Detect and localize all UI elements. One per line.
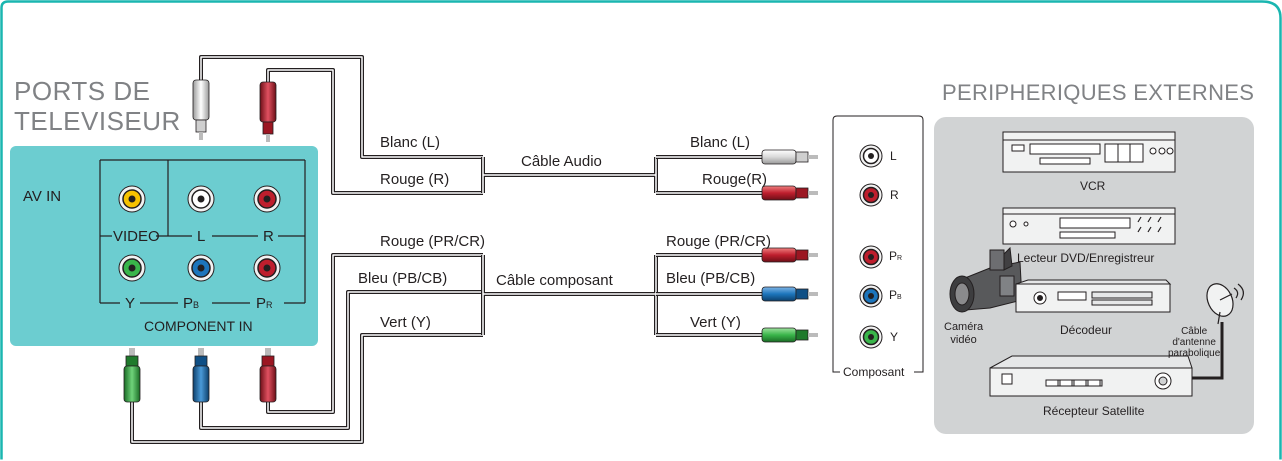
jack-video-yellow [118, 185, 146, 213]
cable-comp-green [130, 333, 483, 444]
satellite-dish-icon [1206, 283, 1244, 325]
jack-audio-l-white [187, 185, 215, 213]
composant-pb-label: PB [889, 288, 902, 302]
composant-jacks [859, 144, 883, 349]
plug-white-top [192, 79, 210, 140]
decoder-device-icon [1015, 279, 1172, 313]
cable-audio-white [199, 55, 483, 159]
audio-left-white-label: Blanc (L) [380, 134, 441, 151]
l-label: L [197, 228, 206, 245]
plug-red-bottom [259, 348, 277, 403]
comp-right-blue-label: Bleu (PB/CB) [666, 270, 756, 287]
camera-device-icon [949, 246, 1023, 313]
satellite-receiver-icon [989, 355, 1193, 397]
audio-left-red-label: Rouge (R) [380, 171, 450, 188]
jack-pr-red [253, 254, 281, 282]
comp-left-blue-label: Bleu (PB/CB) [358, 270, 448, 287]
decoder-label: Décodeur [1060, 323, 1113, 337]
tv-ports-title: PORTS DE TELEVISEUR [14, 76, 181, 136]
tv-jacks [118, 185, 281, 282]
jack-y-green [118, 254, 146, 282]
audio-cable-label: Câble Audio [521, 153, 602, 170]
right-plugs [761, 149, 818, 343]
antenna-cable-label: Câble d'antenne parabolique [1168, 326, 1221, 359]
pr-label: PR [256, 295, 273, 312]
composant-panel-frame [832, 115, 924, 373]
composant-y-label: Y [890, 330, 899, 344]
r-label: R [263, 228, 274, 245]
comp-right-green-label: Vert (Y) [690, 314, 741, 331]
tv-ports-title-line1: PORTS DE [14, 76, 151, 106]
dvd-label: Lecteur DVD/Enregistreur [1017, 251, 1155, 265]
external-devices-title: PERIPHERIQUES EXTERNES [942, 80, 1255, 105]
jack-audio-r-red [253, 185, 281, 213]
plug-red-top [259, 81, 277, 142]
audio-right-red-label: Rouge(R) [702, 171, 768, 188]
cable-audio-white-inner [200, 56, 483, 158]
composant-title: Composant [843, 365, 905, 379]
comp-right-red-label: Rouge (PR/CR) [666, 233, 772, 250]
plug-right-red [761, 185, 818, 201]
y-label: Y [125, 295, 136, 312]
av-in-label: AV IN [23, 188, 62, 205]
composant-r-label: R [890, 188, 899, 202]
external-devices-panel [934, 117, 1254, 434]
cable-comp-merge [481, 255, 658, 335]
comp-left-red-label: Rouge (PR/CR) [380, 233, 486, 250]
vcr-label: VCR [1080, 179, 1106, 193]
plug-right-blue [761, 286, 818, 302]
component-cable-label: Câble composant [496, 272, 613, 289]
plug-right-green [761, 327, 818, 343]
antenna-cable [1192, 322, 1224, 380]
vcr-device-icon [1002, 131, 1176, 173]
tv-ports-title-line2: TELEVISEUR [14, 106, 181, 136]
camera-label: Caméra vidéo [944, 321, 984, 346]
dvd-device-icon [1002, 207, 1176, 245]
cables [130, 55, 765, 444]
plug-right-white [761, 149, 818, 165]
plug-right-red-comp [761, 247, 818, 263]
pb-label: PB [183, 295, 200, 312]
composant-l-label: L [890, 149, 897, 163]
plug-green-bottom [123, 348, 141, 403]
jack-pb-blue [187, 254, 215, 282]
video-label: VIDEO [113, 228, 160, 245]
component-in-label: COMPONENT IN [144, 318, 253, 334]
comp-left-green-label: Vert (Y) [380, 314, 431, 331]
tv-port-panel [10, 146, 318, 346]
tv-audio-plugs [192, 79, 277, 142]
tv-panel-outline [99, 159, 306, 304]
satellite-label: Récepteur Satellite [1043, 404, 1145, 418]
audio-right-white-label: Blanc (L) [690, 134, 751, 151]
tv-component-plugs [123, 348, 277, 403]
plug-blue-bottom [192, 348, 210, 403]
cable-audio-red-inner [267, 69, 483, 194]
composant-pr-label: PR [889, 249, 903, 263]
